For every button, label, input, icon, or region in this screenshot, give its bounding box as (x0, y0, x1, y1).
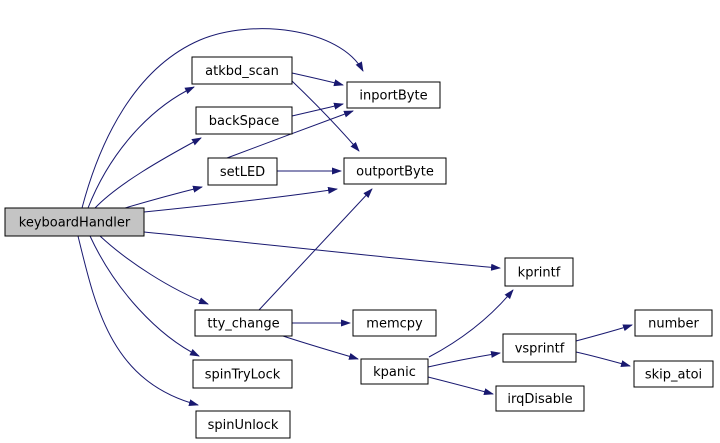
edge-kpanic-irqDisable (427, 376, 494, 396)
node-label-tty_change: tty_change (207, 317, 279, 332)
node-outportByte[interactable]: outportByte (343, 157, 447, 185)
node-label-keyboardHandler: keyboardHandler (19, 216, 131, 231)
node-box-skip_atoi[interactable] (633, 360, 714, 388)
node-box-spinTryLock[interactable] (192, 359, 293, 389)
edge-atkbd_scan-inportByte (291, 72, 344, 87)
node-kpanic[interactable]: kpanic (360, 358, 429, 385)
node-box-keyboardHandler (4, 207, 145, 237)
node-irqDisable[interactable]: irqDisable (495, 385, 585, 412)
node-box-outportByte[interactable] (343, 157, 447, 185)
node-box-kpanic[interactable] (360, 358, 429, 385)
edge-keyboardHandler-atkbd_scan (87, 86, 195, 209)
edge-keyboardHandler-setLED (124, 185, 203, 209)
node-label-kpanic: kpanic (373, 365, 416, 380)
node-box-setLED[interactable] (207, 157, 278, 186)
node-box-atkbd_scan[interactable] (191, 56, 293, 85)
node-label-atkbd_scan: atkbd_scan (205, 64, 279, 79)
edge-keyboardHandler-spinUnlock (77, 235, 199, 407)
edge-keyboardHandler-outportByte (143, 186, 338, 213)
node-label-skip_atoi: skip_atoi (645, 368, 702, 383)
node-vsprintf[interactable]: vsprintf (502, 333, 577, 363)
node-box-number[interactable] (634, 309, 713, 337)
node-label-number: number (648, 317, 699, 332)
node-spinUnlock[interactable]: spinUnlock (195, 410, 291, 439)
edge-kpanic-vsprintf (427, 351, 501, 368)
edge-keyboardHandler-spinTryLock (89, 235, 200, 357)
edge-keyboardHandler-backSpace (94, 137, 202, 209)
node-memcpy[interactable]: memcpy (352, 309, 437, 337)
node-skip_atoi[interactable]: skip_atoi (633, 360, 714, 388)
node-kprintf[interactable]: kprintf (504, 257, 574, 287)
node-box-vsprintf[interactable] (502, 333, 577, 363)
edge-vsprintf-skip_atoi (575, 351, 631, 367)
node-label-spinUnlock: spinUnlock (208, 418, 279, 433)
node-label-inportByte: inportByte (359, 89, 427, 104)
node-box-kprintf[interactable] (504, 257, 574, 287)
node-label-setLED: setLED (220, 165, 265, 180)
node-spinTryLock[interactable]: spinTryLock (192, 359, 293, 389)
edge-backSpace-inportByte (291, 102, 344, 117)
node-box-backSpace[interactable] (195, 106, 293, 135)
node-backSpace[interactable]: backSpace (195, 106, 293, 135)
node-box-irqDisable[interactable] (495, 385, 585, 412)
node-box-inportByte[interactable] (346, 81, 441, 109)
node-box-memcpy[interactable] (352, 309, 437, 337)
edge-tty_change-kpanic (282, 335, 359, 360)
node-box-spinUnlock[interactable] (195, 410, 291, 439)
edge-keyboardHandler-tty_change (99, 235, 209, 305)
node-label-vsprintf: vsprintf (515, 342, 565, 357)
node-label-kprintf: kprintf (518, 266, 561, 281)
edge-kpanic-kprintf (428, 289, 514, 358)
edge-tty_change-outportByte (258, 188, 373, 311)
node-label-spinTryLock: spinTryLock (205, 368, 281, 383)
node-number[interactable]: number (634, 309, 713, 337)
node-setLED[interactable]: setLED (207, 157, 278, 186)
edge-keyboardHandler-kprintf (143, 231, 501, 271)
edge-keyboardHandler-inportByte (81, 28, 364, 209)
node-tty_change[interactable]: tty_change (194, 309, 293, 337)
node-label-memcpy: memcpy (366, 317, 423, 332)
node-label-outportByte: outportByte (356, 165, 434, 180)
node-atkbd_scan[interactable]: atkbd_scan (191, 56, 293, 85)
node-inportByte[interactable]: inportByte (346, 81, 441, 109)
node-keyboardHandler: keyboardHandler (4, 207, 145, 237)
node-label-backSpace: backSpace (209, 114, 280, 129)
node-label-irqDisable: irqDisable (507, 392, 572, 407)
node-box-tty_change[interactable] (194, 309, 293, 337)
edge-vsprintf-number (575, 324, 633, 342)
edge-atkbd_scan-outportByte (291, 80, 360, 152)
